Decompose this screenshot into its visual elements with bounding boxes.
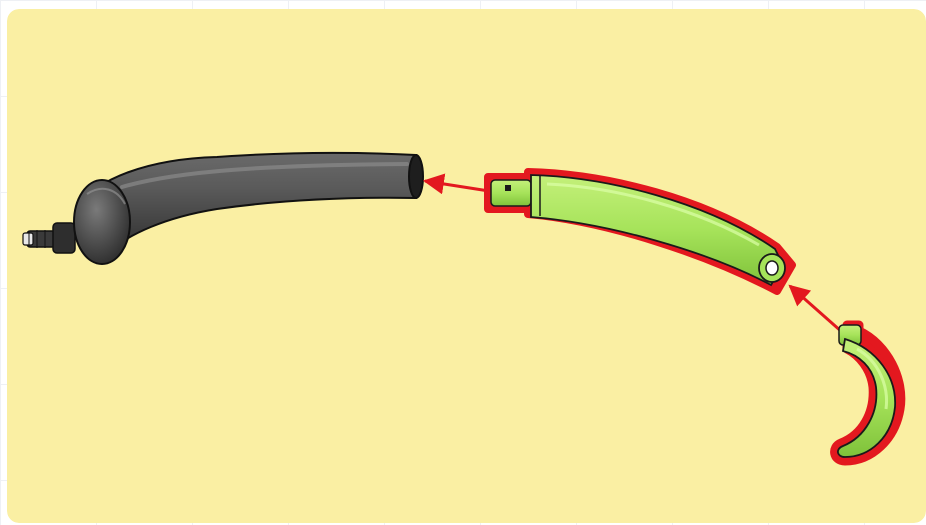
arrow-to-middle-tube	[788, 284, 843, 334]
arrow-to-pipe-body	[422, 173, 490, 195]
panel-background	[7, 9, 926, 523]
pipe-open-end	[408, 154, 424, 199]
hook-end	[830, 320, 906, 466]
middle-tube-connector	[490, 179, 532, 207]
instruction-panel	[7, 9, 926, 523]
pipe-tip-connector	[22, 222, 76, 254]
pipe-end-cap	[73, 179, 131, 265]
assembly-diagram	[7, 9, 926, 523]
middle-tube	[484, 168, 796, 295]
hook-end-body	[837, 337, 896, 458]
